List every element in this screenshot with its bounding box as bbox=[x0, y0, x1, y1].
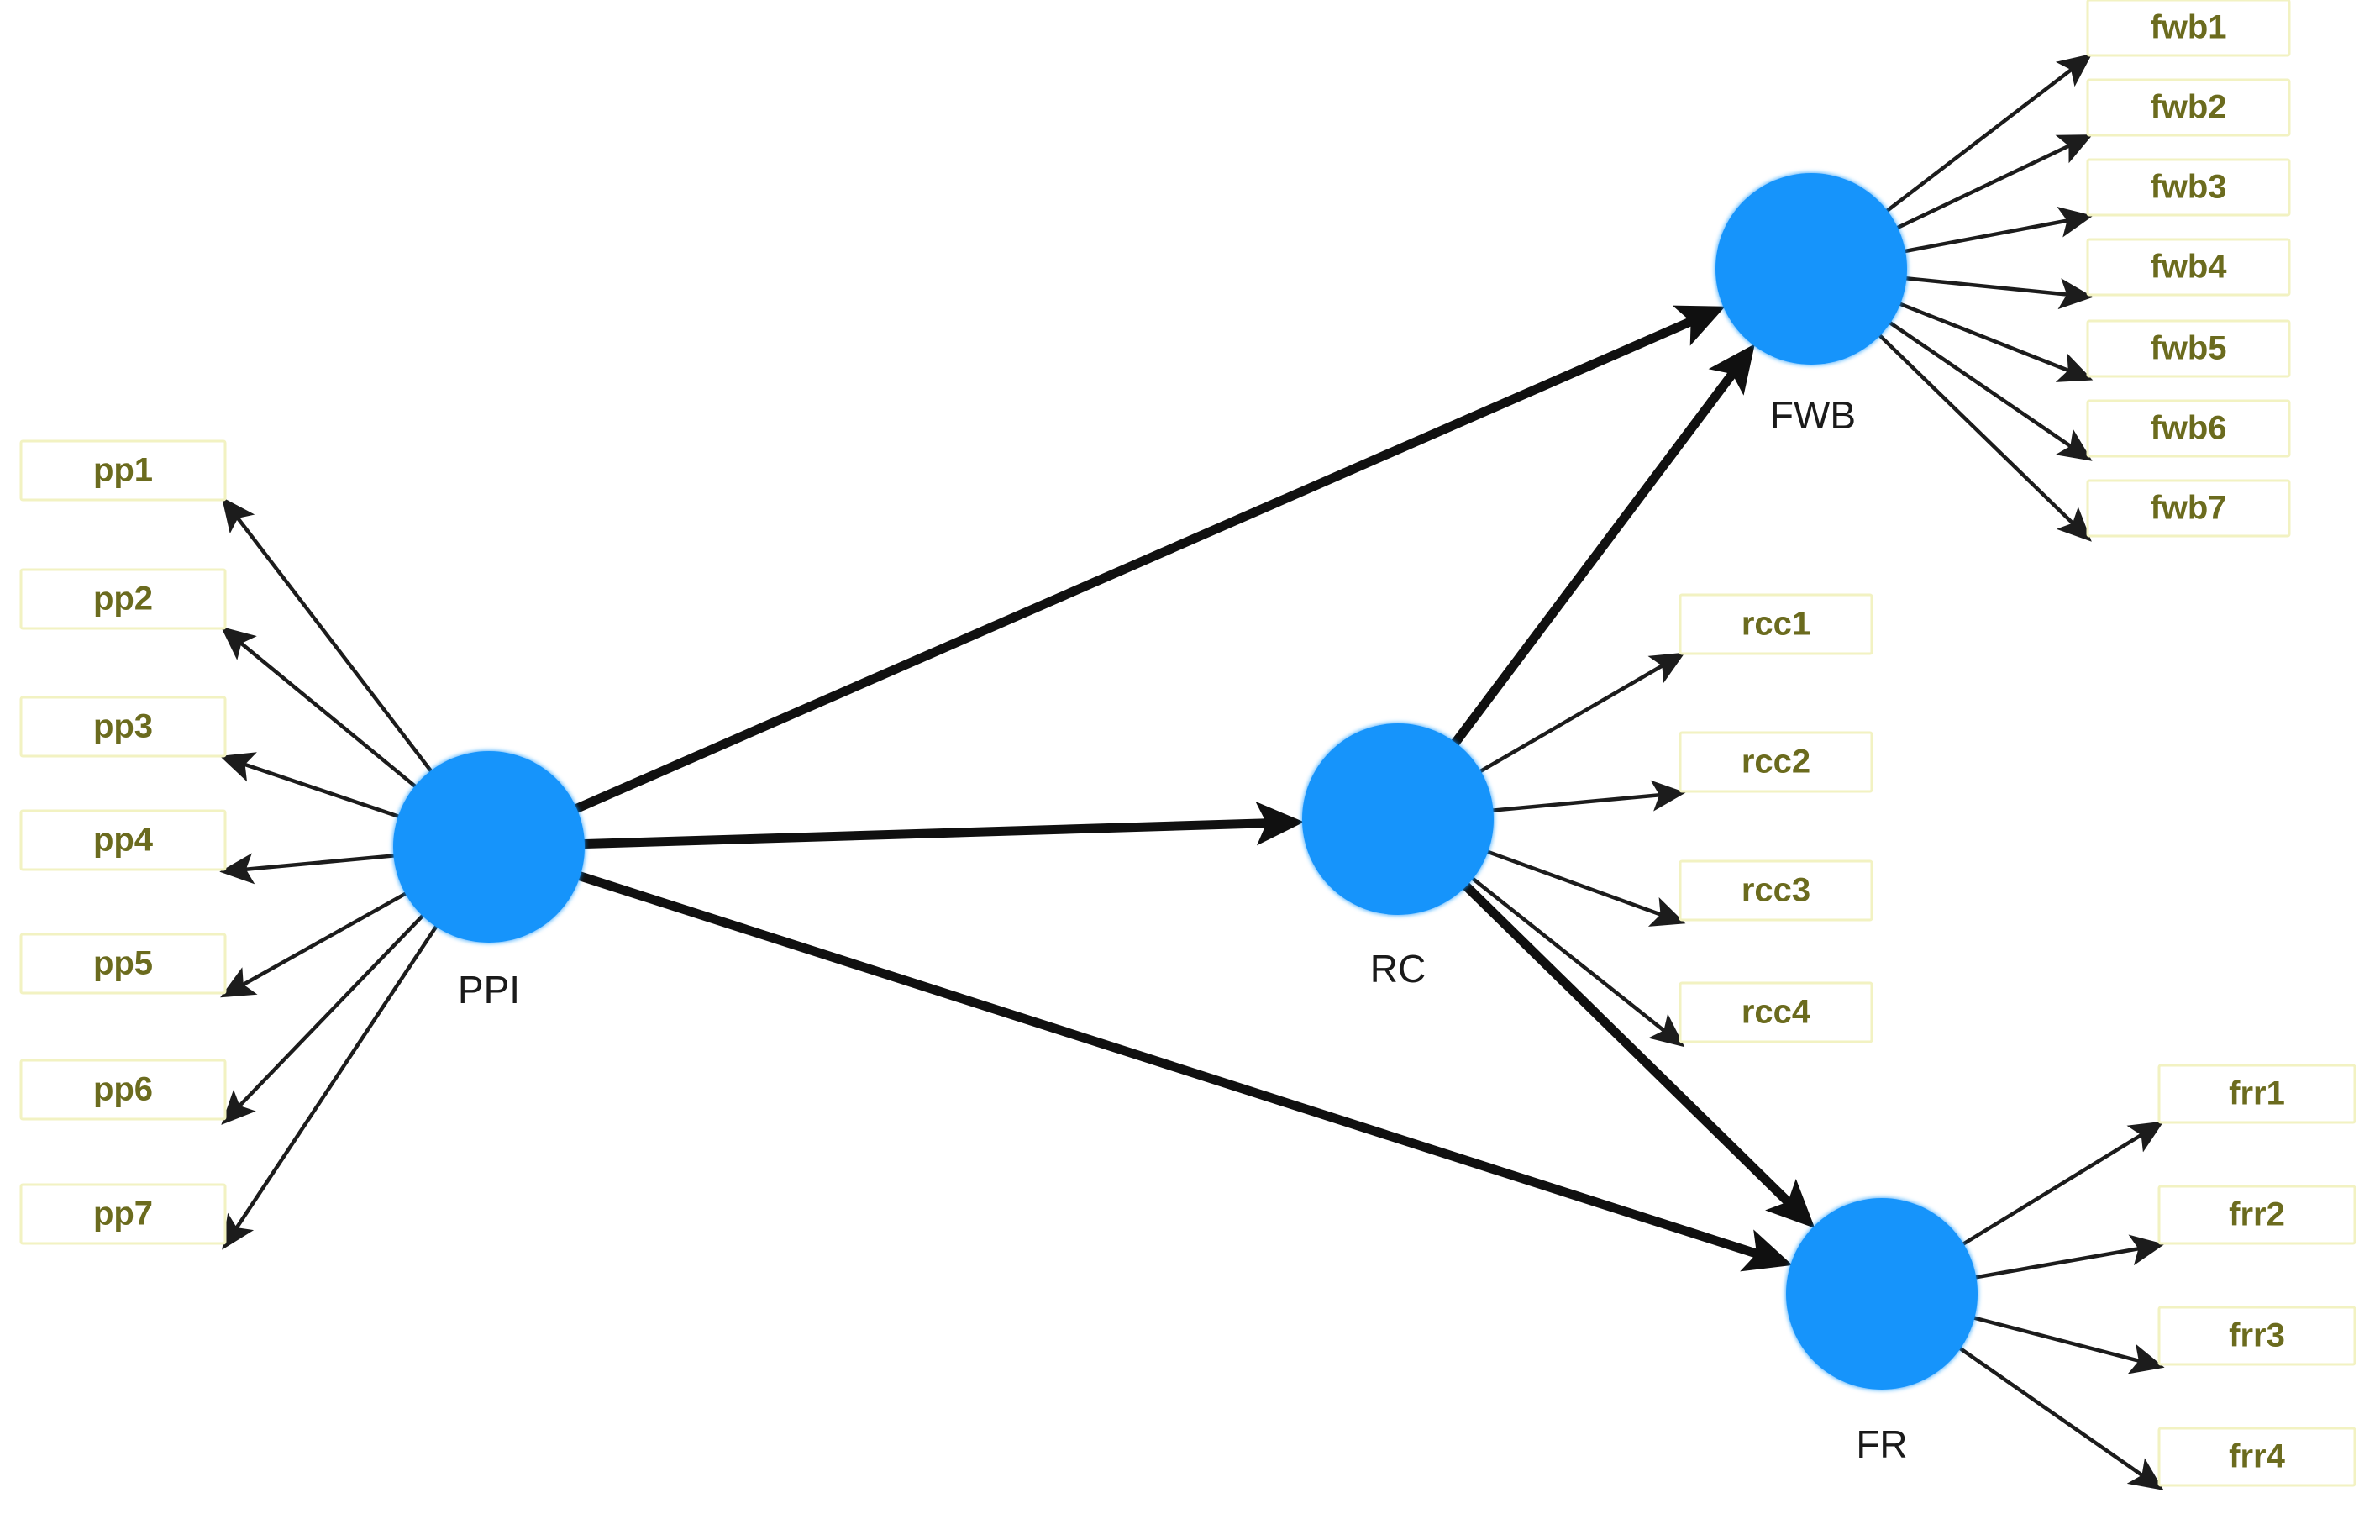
indicator-label-rcc2: rcc2 bbox=[1742, 744, 1810, 781]
indicator-box-pp7[interactable] bbox=[19, 1183, 227, 1245]
indicator-label-pp4: pp4 bbox=[93, 822, 154, 859]
construct-label-ppi: PPI bbox=[458, 968, 520, 1012]
indicator-box-fwb5[interactable] bbox=[2086, 319, 2291, 378]
structural-path-ppi-to-fwb[interactable] bbox=[571, 305, 1726, 814]
indicator-box-pp6[interactable] bbox=[19, 1059, 227, 1121]
indicator-box-frr3[interactable] bbox=[2157, 1306, 2356, 1366]
indicator-box-fwb3[interactable] bbox=[2086, 158, 2291, 217]
indicator-label-frr3: frr3 bbox=[2229, 1317, 2285, 1354]
measurement-path-fwb-to-fwb2[interactable] bbox=[1892, 134, 2094, 232]
indicator-box-frr2[interactable] bbox=[2157, 1185, 2356, 1245]
construct-node-ppi[interactable] bbox=[393, 751, 585, 943]
structural-path-ppi-to-fr[interactable] bbox=[575, 870, 1793, 1272]
measurement-path-fwb-to-fwb3[interactable] bbox=[1899, 207, 2094, 255]
construct-label-fwb: FWB bbox=[1770, 393, 1856, 437]
measurement-path-ppi-to-pp5[interactable] bbox=[220, 889, 411, 998]
indicator-box-rcc2[interactable] bbox=[1679, 731, 1873, 793]
indicator-label-pp5: pp5 bbox=[93, 945, 153, 982]
indicator-label-frr1: frr1 bbox=[2229, 1075, 2285, 1112]
measurement-path-ppi-to-pp6[interactable] bbox=[221, 911, 428, 1125]
measurement-path-fwb-to-fwb1[interactable] bbox=[1882, 53, 2093, 216]
structural-path-rc-to-fr[interactable] bbox=[1460, 880, 1815, 1228]
measurement-path-ppi-to-pp3[interactable] bbox=[219, 752, 404, 820]
structural-path-rc-to-fwb[interactable] bbox=[1449, 344, 1755, 749]
indicator-label-rcc1: rcc1 bbox=[1742, 606, 1810, 643]
indicator-label-frr4: frr4 bbox=[2229, 1438, 2285, 1475]
indicator-label-fwb4: fwb4 bbox=[2150, 249, 2227, 286]
indicator-box-fwb1[interactable] bbox=[2086, 0, 2291, 57]
measurement-path-rc-to-rcc2[interactable] bbox=[1488, 780, 1686, 813]
indicator-box-pp2[interactable] bbox=[19, 568, 227, 630]
measurement-path-fr-to-frr1[interactable] bbox=[1957, 1121, 2164, 1248]
measurement-path-fwb-to-fwb4[interactable] bbox=[1901, 276, 2094, 310]
indicator-box-rcc3[interactable] bbox=[1679, 859, 1873, 922]
indicator-label-pp7: pp7 bbox=[93, 1196, 153, 1233]
indicator-label-fwb2: fwb2 bbox=[2150, 89, 2226, 126]
structural-path-ppi-to-rc[interactable] bbox=[581, 801, 1305, 849]
indicator-label-rcc4: rcc4 bbox=[1742, 994, 1811, 1031]
measurement-path-ppi-to-pp2[interactable] bbox=[220, 626, 420, 791]
indicator-box-rcc4[interactable] bbox=[1679, 981, 1873, 1043]
construct-node-fwb[interactable] bbox=[1715, 173, 1907, 365]
measurement-path-fwb-to-fwb7[interactable] bbox=[1874, 330, 2092, 542]
indicator-box-frr4[interactable] bbox=[2157, 1427, 2356, 1487]
measurement-path-fwb-to-fwb5[interactable] bbox=[1894, 300, 2094, 382]
construct-node-fr[interactable] bbox=[1786, 1198, 1978, 1390]
measurement-path-rc-to-rcc3[interactable] bbox=[1482, 848, 1686, 927]
indicator-label-fwb7: fwb7 bbox=[2150, 490, 2226, 527]
indicator-box-pp1[interactable] bbox=[19, 439, 227, 502]
indicator-box-rcc1[interactable] bbox=[1679, 593, 1873, 655]
indicator-box-fwb2[interactable] bbox=[2086, 78, 2291, 137]
structural-paths-layer bbox=[571, 305, 1815, 1272]
measurement-path-fr-to-frr4[interactable] bbox=[1955, 1343, 2164, 1490]
indicator-label-frr2: frr2 bbox=[2229, 1196, 2285, 1233]
indicator-boxes-layer: pp1 pp2 pp3 pp4 pp5 pp6 pp7 rcc1 rcc2 rcc3 rcc4 fwb… bbox=[19, 0, 2356, 1487]
measurement-path-ppi-to-pp7[interactable] bbox=[222, 921, 441, 1250]
indicator-label-fwb1: fwb1 bbox=[2150, 9, 2226, 46]
indicator-label-pp2: pp2 bbox=[93, 581, 153, 618]
indicator-box-pp4[interactable] bbox=[19, 809, 227, 871]
construct-nodes-layer: PPI RC FWB FR bbox=[393, 173, 1978, 1466]
measurement-path-fr-to-frr3[interactable] bbox=[1968, 1315, 2165, 1374]
indicator-box-pp3[interactable] bbox=[19, 696, 227, 758]
measurement-path-rc-to-rcc1[interactable] bbox=[1475, 652, 1685, 775]
indicator-label-fwb5: fwb5 bbox=[2150, 330, 2226, 367]
measurement-paths-layer bbox=[219, 53, 2165, 1490]
indicator-label-fwb3: fwb3 bbox=[2150, 169, 2226, 206]
indicator-box-frr1[interactable] bbox=[2157, 1064, 2356, 1124]
construct-label-fr: FR bbox=[1856, 1422, 1907, 1466]
measurement-path-ppi-to-pp4[interactable] bbox=[219, 853, 399, 885]
construct-label-rc: RC bbox=[1370, 947, 1426, 991]
indicator-label-fwb6: fwb6 bbox=[2150, 410, 2226, 447]
measurement-path-rc-to-rcc4[interactable] bbox=[1468, 874, 1685, 1048]
indicator-label-rcc3: rcc3 bbox=[1742, 872, 1810, 909]
indicator-box-fwb6[interactable] bbox=[2086, 399, 2291, 458]
indicator-label-pp1: pp1 bbox=[93, 452, 153, 489]
indicator-label-pp3: pp3 bbox=[93, 708, 153, 745]
indicator-box-pp5[interactable] bbox=[19, 933, 227, 995]
measurement-path-fwb-to-fwb6[interactable] bbox=[1884, 318, 2093, 461]
indicator-label-pp6: pp6 bbox=[93, 1071, 153, 1108]
measurement-path-fr-to-frr2[interactable] bbox=[1970, 1234, 2165, 1280]
measurement-path-ppi-to-pp1[interactable] bbox=[221, 497, 436, 776]
construct-node-rc[interactable] bbox=[1302, 723, 1494, 915]
indicator-box-fwb7[interactable] bbox=[2086, 479, 2291, 538]
indicator-box-fwb4[interactable] bbox=[2086, 238, 2291, 297]
